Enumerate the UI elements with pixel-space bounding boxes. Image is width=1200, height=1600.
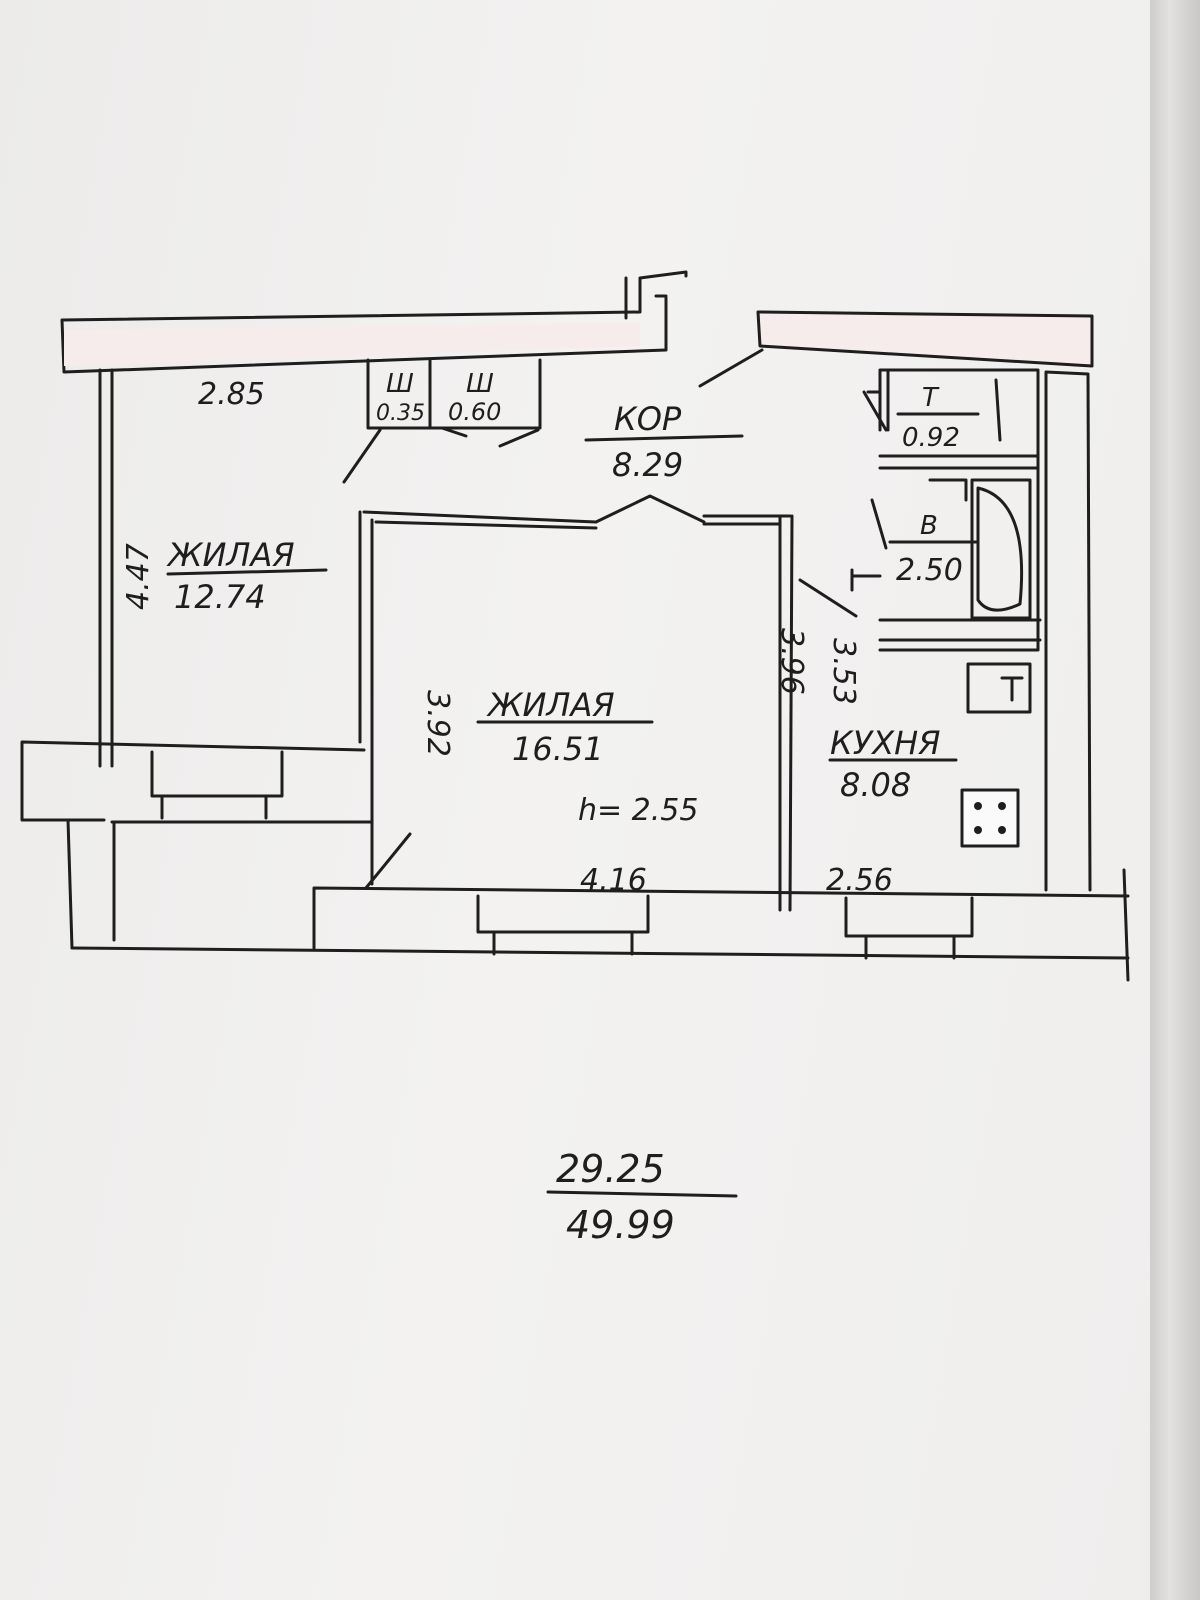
outer-wall-top-right <box>756 310 1094 368</box>
bath-name: В <box>920 511 938 541</box>
stove-burner <box>998 802 1006 810</box>
partition-right-room2 <box>778 514 794 912</box>
dim-kitchen-depth: 3.53 <box>826 638 861 705</box>
balcony-wall-left <box>20 740 374 950</box>
closet-frame <box>366 358 542 430</box>
wall-fill-top-left <box>64 322 640 366</box>
stove-burner <box>974 802 982 810</box>
closet-area-1: 0.35 <box>376 401 425 426</box>
room-area-corridor: 8.29 <box>612 446 683 484</box>
toilet-name: Т <box>922 383 940 413</box>
room-name-corridor: КОР <box>614 400 682 438</box>
bathroom-walls <box>878 368 1042 652</box>
total-area: 49.99 <box>566 1203 675 1247</box>
outer-wall-right <box>1044 370 1092 892</box>
label-underline <box>584 434 744 442</box>
total-living-area: 29.25 <box>556 1147 665 1191</box>
outer-wall-top-left <box>60 270 688 374</box>
stove <box>960 788 1020 848</box>
stove-burner <box>998 826 1006 834</box>
toilet-fixture <box>928 378 1002 502</box>
room-name-living-1: ЖИЛАЯ <box>166 536 295 574</box>
closet-name-1: Ш <box>386 369 414 399</box>
dim-room2-depth-left: 3.92 <box>420 690 455 757</box>
stove-burner <box>974 826 982 834</box>
dim-kitchen-width: 2.56 <box>826 863 893 898</box>
room-name-kitchen: КУХНЯ <box>830 724 940 762</box>
door-swing-toilet <box>850 390 888 592</box>
ceiling-height: h= 2.55 <box>578 793 698 828</box>
entrance-door <box>698 348 764 388</box>
outer-wall-left <box>98 368 114 768</box>
dim-room1-width: 2.85 <box>198 377 265 412</box>
door-swing-kitchen <box>798 578 858 618</box>
dim-room1-depth: 4.47 <box>121 543 156 610</box>
room-area-living-2: 16.51 <box>512 730 604 768</box>
bath-area: 2.50 <box>896 553 963 588</box>
totals-fraction-line <box>546 1190 738 1198</box>
sink <box>966 662 1032 714</box>
outer-wall-bottom <box>70 886 1130 960</box>
partition-left <box>358 510 374 886</box>
floor-plan: ЖИЛАЯ 12.74 ЖИЛАЯ 16.51 КОР 8.29 КУХНЯ 8… <box>20 270 1130 1247</box>
closet-door <box>342 426 540 484</box>
room-area-living-1: 12.74 <box>174 578 266 616</box>
room-name-living-2: ЖИЛАЯ <box>486 686 615 724</box>
window-bottom-right <box>844 896 974 960</box>
closet-name-2: Ш <box>466 369 494 399</box>
room-area-kitchen: 8.08 <box>840 766 911 804</box>
wall-end-mark <box>1122 868 1130 982</box>
window-bottom-middle <box>476 894 650 956</box>
dim-room2-width: 4.16 <box>580 863 647 898</box>
paper-edge <box>1150 0 1200 1600</box>
closet-area-2: 0.60 <box>448 398 501 426</box>
window-left <box>150 750 284 820</box>
bathtub <box>970 478 1032 620</box>
partition-top-room2 <box>362 494 792 530</box>
label-underline <box>166 568 328 576</box>
dim-room2-depth-right: 3.96 <box>774 628 809 695</box>
toilet-area: 0.92 <box>902 423 960 453</box>
